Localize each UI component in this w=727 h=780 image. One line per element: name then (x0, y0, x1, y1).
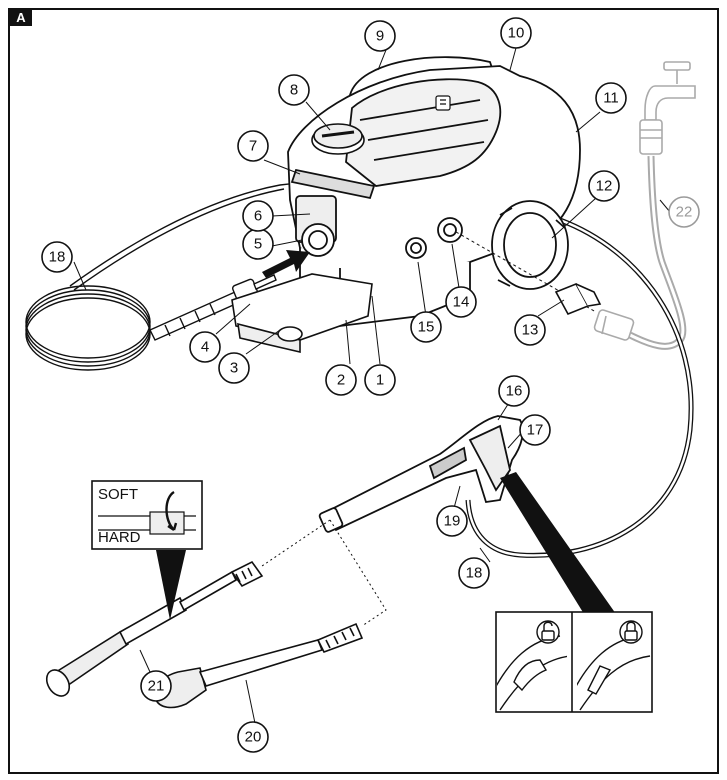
callout-label: 7 (249, 138, 257, 155)
callout-13: 13 (514, 314, 546, 346)
callout-label: 6 (254, 208, 262, 225)
callout-label: 18 (49, 249, 66, 266)
detergent-cap (311, 123, 365, 155)
callout-label: 19 (444, 513, 461, 530)
callout-9: 9 (364, 20, 396, 52)
supply-hose (628, 155, 687, 350)
callout-label: 2 (337, 372, 345, 389)
callout-22: 22 (668, 196, 700, 228)
callout-14: 14 (445, 286, 477, 318)
manual-icon-plate (435, 95, 451, 111)
callout-label: 13 (522, 322, 539, 339)
rotate-arrow-icon (165, 490, 178, 531)
callout-16: 16 (498, 375, 530, 407)
trigger-lock-insets (495, 611, 653, 713)
lock-inset-pointer (500, 472, 616, 614)
callout-label: 11 (603, 90, 619, 107)
soft-hard-inset: SOFT HARD (91, 480, 203, 620)
callout-10: 10 (500, 17, 532, 49)
insertion-arrow (262, 250, 310, 278)
callout-8: 8 (278, 74, 310, 106)
callout-label: 17 (527, 422, 544, 439)
callout-label: 15 (418, 319, 435, 336)
callout-label: 8 (290, 82, 298, 99)
callout-15: 15 (410, 311, 442, 343)
figure-tag: A (10, 10, 32, 26)
soft-label: SOFT (98, 486, 138, 503)
callout-label: 5 (254, 236, 262, 253)
callout-label: 10 (508, 25, 525, 42)
callout-4: 4 (189, 331, 221, 363)
callout-label: 1 (376, 372, 384, 389)
callout-label: 4 (201, 339, 209, 356)
callout-12: 12 (588, 170, 620, 202)
coiled-hose (25, 183, 346, 371)
water-tap (639, 61, 696, 155)
leader-lines (73, 47, 671, 729)
callout-20: 20 (237, 721, 269, 753)
callout-21: 21 (140, 670, 172, 702)
callout-7: 7 (237, 130, 269, 162)
callout-label: 22 (676, 204, 693, 221)
callout-17: 17 (519, 414, 551, 446)
callout-3: 3 (218, 352, 250, 384)
callout-2: 2 (325, 364, 357, 396)
callout-18-hose: 18 (41, 241, 73, 273)
garden-hose-adapter (554, 282, 602, 316)
spray-gun (318, 415, 524, 533)
callout-18-gun: 18 (458, 557, 490, 589)
callout-label: 21 (148, 678, 165, 695)
padlock-open-icon (536, 620, 560, 644)
spray-lance-rotor (153, 622, 364, 709)
hose-coupling (593, 309, 635, 341)
padlock-closed-icon (619, 620, 643, 644)
callout-5: 5 (242, 228, 274, 260)
hard-label: HARD (98, 529, 141, 546)
figure-frame: A (8, 8, 719, 774)
callout-label: 14 (453, 294, 470, 311)
callout-label: 20 (245, 729, 262, 746)
lance-assembly-guide (261, 519, 387, 627)
callout-label: 18 (466, 565, 483, 582)
callout-label: 16 (506, 383, 523, 400)
callout-1: 1 (364, 364, 396, 396)
callout-label: 3 (230, 360, 238, 377)
callout-label: 12 (596, 178, 613, 195)
callout-label: 9 (376, 28, 384, 45)
callout-11: 11 (595, 82, 627, 114)
callout-19: 19 (436, 505, 468, 537)
callout-6: 6 (242, 200, 274, 232)
